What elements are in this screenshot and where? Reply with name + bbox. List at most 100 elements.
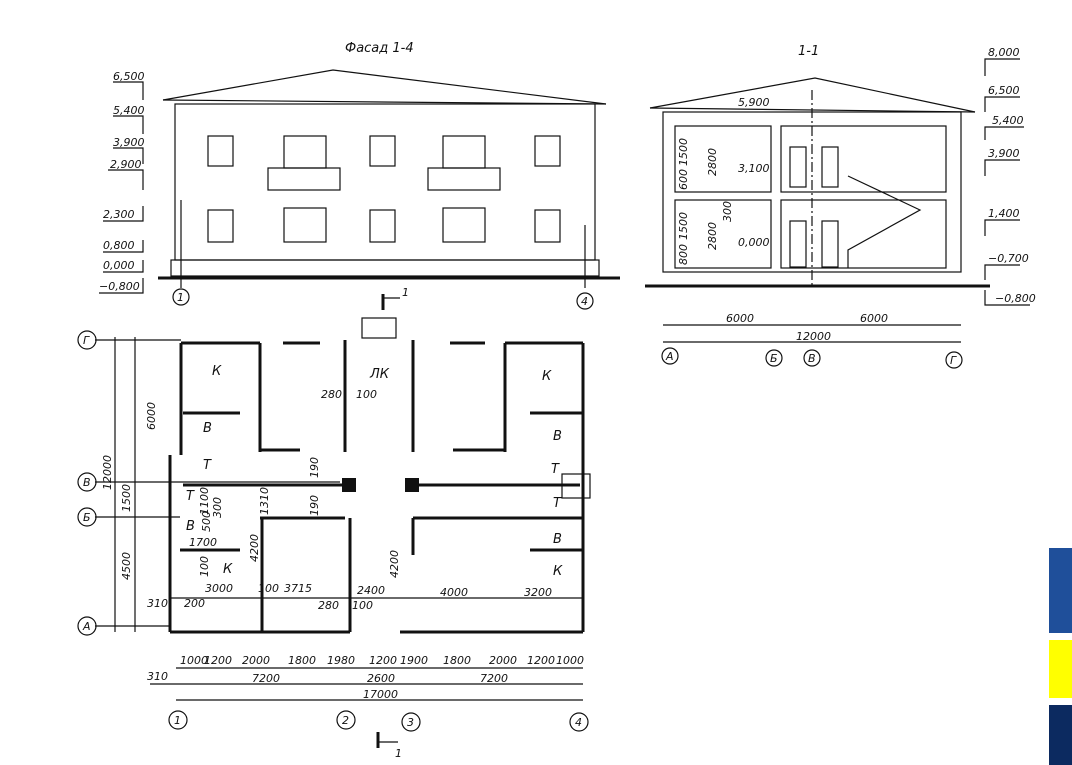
svg-text:1200: 1200 xyxy=(204,654,232,667)
svg-text:0,800: 0,800 xyxy=(103,239,135,252)
svg-text:Т: Т xyxy=(551,462,560,477)
svg-text:В: В xyxy=(203,421,212,436)
door xyxy=(789,146,807,188)
svg-text:5,400: 5,400 xyxy=(113,104,145,117)
svg-text:280: 280 xyxy=(321,388,342,401)
svg-text:190: 190 xyxy=(308,457,321,478)
room-labels: К ЛК К В В Т Т Т Т В В К К xyxy=(186,364,563,579)
svg-text:1500: 1500 xyxy=(120,484,133,512)
svg-text:1980: 1980 xyxy=(327,654,355,667)
stair xyxy=(847,175,922,268)
facade-levels: 6,500 5,400 3,900 2,900 2,300 0,800 0,00… xyxy=(99,70,145,294)
svg-text:2800: 2800 xyxy=(706,222,719,250)
svg-text:В: В xyxy=(808,352,816,365)
svg-text:Т: Т xyxy=(203,458,212,473)
svg-text:1800: 1800 xyxy=(288,654,316,667)
svg-text:Г: Г xyxy=(83,334,90,347)
svg-text:0,000: 0,000 xyxy=(103,259,135,272)
window xyxy=(442,135,486,169)
svg-text:300: 300 xyxy=(721,201,734,222)
svg-text:Т: Т xyxy=(186,489,195,504)
svg-text:1310: 1310 xyxy=(258,487,271,515)
svg-text:ЛК: ЛК xyxy=(369,367,390,382)
door xyxy=(821,146,839,188)
svg-text:6000: 6000 xyxy=(726,312,754,325)
facade-elevation: Фасад 1-4 1 4 6,500 5,400 3,900 xyxy=(99,41,620,310)
facade-wall xyxy=(174,103,596,261)
section-mark-top: 1 xyxy=(402,286,409,299)
plan-inner-dims: 280 100 190 190 1100 1310 500 300 1700 1… xyxy=(147,388,583,612)
svg-text:В: В xyxy=(186,519,195,534)
svg-text:1900: 1900 xyxy=(400,654,428,667)
svg-text:800: 800 xyxy=(677,244,690,265)
window xyxy=(207,209,234,243)
svg-text:А: А xyxy=(665,350,674,363)
svg-text:1200: 1200 xyxy=(369,654,397,667)
svg-text:1,400: 1,400 xyxy=(988,207,1020,220)
svg-text:2000: 2000 xyxy=(489,654,517,667)
section-vertical-dims: 1500 2800 600 1500 300 2800 800 xyxy=(677,138,734,265)
door xyxy=(789,220,807,268)
svg-text:6000: 6000 xyxy=(860,312,888,325)
edge-strip xyxy=(1049,548,1072,765)
window xyxy=(369,135,396,167)
svg-text:12000: 12000 xyxy=(101,455,114,490)
facade-axis-1: 1 xyxy=(177,291,184,304)
svg-text:280: 280 xyxy=(318,599,339,612)
svg-text:В: В xyxy=(553,532,562,547)
svg-text:1500: 1500 xyxy=(677,138,690,166)
svg-text:7200: 7200 xyxy=(480,672,508,685)
facade-plinth xyxy=(170,259,600,277)
svg-text:К: К xyxy=(553,564,563,579)
svg-text:3: 3 xyxy=(407,716,414,729)
svg-text:3,900: 3,900 xyxy=(113,136,145,149)
svg-text:300: 300 xyxy=(211,497,224,518)
svg-text:2: 2 xyxy=(342,714,349,727)
svg-text:−0,800: −0,800 xyxy=(99,280,140,293)
svg-text:Г: Г xyxy=(950,354,957,367)
svg-text:1: 1 xyxy=(174,714,181,727)
svg-text:4000: 4000 xyxy=(440,586,468,599)
svg-text:3,100: 3,100 xyxy=(738,162,770,175)
balcony xyxy=(427,167,501,191)
svg-text:190: 190 xyxy=(308,495,321,516)
svg-text:−0,800: −0,800 xyxy=(995,292,1036,305)
svg-text:3,900: 3,900 xyxy=(988,147,1020,160)
window xyxy=(283,207,327,243)
svg-text:1500: 1500 xyxy=(677,212,690,240)
svg-text:2400: 2400 xyxy=(357,584,385,597)
svg-text:Б: Б xyxy=(770,352,778,365)
svg-text:Т: Т xyxy=(553,496,562,511)
svg-text:1700: 1700 xyxy=(189,536,217,549)
svg-text:6000: 6000 xyxy=(145,402,158,430)
svg-text:310: 310 xyxy=(147,597,168,610)
svg-text:4200: 4200 xyxy=(248,534,261,562)
svg-text:5,400: 5,400 xyxy=(992,114,1024,127)
svg-text:8,000: 8,000 xyxy=(988,46,1020,59)
svg-text:1000: 1000 xyxy=(180,654,208,667)
svg-text:0,000: 0,000 xyxy=(738,236,770,249)
balcony xyxy=(267,167,341,191)
svg-text:3000: 3000 xyxy=(205,582,233,595)
window xyxy=(442,207,486,243)
window xyxy=(534,209,561,243)
svg-text:2600: 2600 xyxy=(367,672,395,685)
svg-text:500: 500 xyxy=(200,511,213,532)
facade-axis-4: 4 xyxy=(581,295,588,308)
svg-text:А: А xyxy=(82,620,91,633)
svg-text:К: К xyxy=(212,364,222,379)
svg-text:12000: 12000 xyxy=(796,330,831,343)
svg-text:100: 100 xyxy=(356,388,377,401)
plan-total-dim: 17000 xyxy=(363,688,398,701)
svg-text:310: 310 xyxy=(147,670,168,683)
window xyxy=(207,135,234,167)
svg-text:100: 100 xyxy=(352,599,373,612)
svg-text:2000: 2000 xyxy=(242,654,270,667)
section-levels-right: 8,000 6,500 5,400 3,900 1,400 −0,700 −0,… xyxy=(984,46,1036,306)
svg-text:200: 200 xyxy=(184,597,205,610)
svg-text:600: 600 xyxy=(677,169,690,190)
svg-text:3200: 3200 xyxy=(524,586,552,599)
door xyxy=(821,220,839,268)
svg-text:4500: 4500 xyxy=(120,552,133,580)
